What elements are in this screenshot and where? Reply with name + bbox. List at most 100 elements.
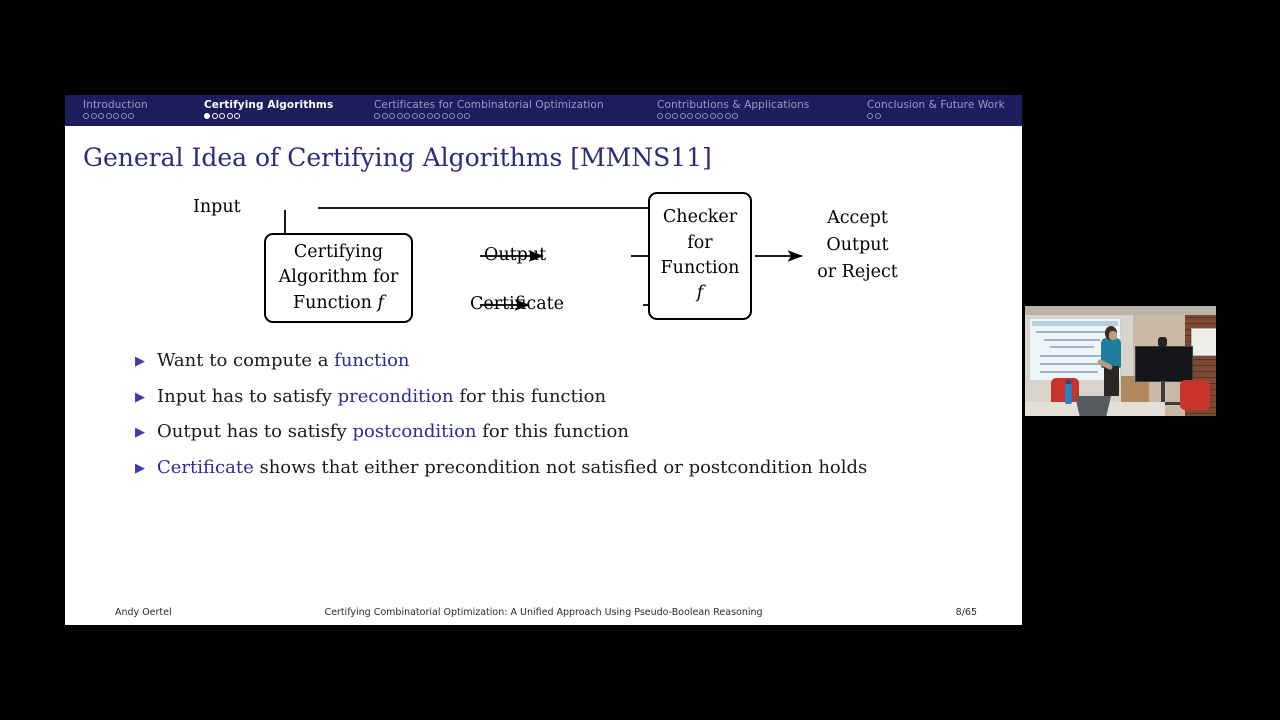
- bullet-text: Input has to satisfy precondition for th…: [157, 385, 607, 407]
- nav-dot[interactable]: [374, 113, 380, 119]
- webcam-conference-camera-icon: [1158, 337, 1167, 347]
- certifying-algorithm-box: Certifying Algorithm for Function f: [264, 233, 413, 323]
- nav-section-label: Introduction: [83, 99, 148, 111]
- bullet-text: Certificate shows that either preconditi…: [157, 456, 868, 478]
- nav-dot[interactable]: [874, 113, 881, 119]
- bullet-marker-icon: ▶: [135, 425, 145, 441]
- nav-section-dots: [374, 113, 604, 119]
- nav-dot[interactable]: [664, 113, 671, 119]
- webcam-screen-navbar: [1032, 321, 1118, 326]
- nav-section-4[interactable]: Conclusion & Future Work: [867, 99, 1005, 119]
- nav-dot[interactable]: [211, 113, 218, 119]
- algorithm-box-line2: Algorithm for: [278, 267, 399, 288]
- nav-section-0[interactable]: Introduction: [83, 99, 148, 119]
- nav-dot[interactable]: [694, 113, 701, 119]
- nav-dot[interactable]: [105, 113, 112, 119]
- nav-section-1[interactable]: Certifying Algorithms: [204, 99, 333, 119]
- nav-dot[interactable]: [128, 113, 134, 119]
- nav-section-label: Certificates for Combinatorial Optimizat…: [374, 99, 604, 111]
- nav-dot[interactable]: [83, 113, 89, 119]
- bullet-text: Want to compute a function: [157, 350, 410, 371]
- webcam-television: [1135, 346, 1193, 382]
- nav-dot[interactable]: [204, 113, 210, 119]
- nav-section-dots: [83, 113, 148, 119]
- webcam-water-bottle: [1065, 384, 1072, 404]
- nav-section-dots: [204, 113, 333, 119]
- nav-dot[interactable]: [219, 113, 225, 119]
- result-line1: Accept: [827, 208, 888, 228]
- bullet-text: Output has to satisfy postcondition for …: [157, 421, 629, 443]
- nav-dot[interactable]: [679, 113, 686, 119]
- nav-dot[interactable]: [226, 113, 233, 119]
- nav-dot[interactable]: [234, 113, 240, 119]
- bullet-list: ▶ Want to compute a function ▶ Input has…: [135, 350, 1005, 492]
- list-item: ▶ Certificate shows that either precondi…: [135, 457, 1005, 479]
- algorithm-box-line3: Function f: [293, 292, 384, 313]
- nav-dot[interactable]: [120, 113, 127, 119]
- nav-dot[interactable]: [702, 113, 708, 119]
- nav-dot[interactable]: [867, 113, 873, 119]
- nav-dot[interactable]: [381, 113, 388, 119]
- nav-dot[interactable]: [419, 113, 425, 119]
- nav-dot[interactable]: [672, 113, 678, 119]
- nav-section-label: Conclusion & Future Work: [867, 99, 1005, 111]
- nav-section-dots: [657, 113, 809, 119]
- footer-page-number: 8/65: [955, 606, 977, 618]
- webcam-presenter-body: [1101, 338, 1121, 368]
- nav-dot[interactable]: [426, 113, 433, 119]
- nav-dot[interactable]: [389, 113, 395, 119]
- webcam-ceiling: [1025, 306, 1216, 315]
- nav-section-3[interactable]: Contributions & Applications: [657, 99, 809, 119]
- nav-dot[interactable]: [724, 113, 731, 119]
- algorithm-box-line1: Certifying: [293, 241, 384, 262]
- nav-dot[interactable]: [411, 113, 418, 119]
- slide-footer: Andy Oertel Certifying Combinatorial Opt…: [65, 599, 1022, 625]
- webcam-screen-line: [1040, 363, 1108, 365]
- nav-dot[interactable]: [456, 113, 463, 119]
- list-item: ▶ Want to compute a function: [135, 350, 1005, 372]
- slide-navigation-bar: Introduction Certifying Algorithms Certifi…: [65, 95, 1022, 126]
- nav-dot[interactable]: [732, 113, 738, 119]
- nav-dot[interactable]: [98, 113, 104, 119]
- webcam-screen-line: [1040, 371, 1098, 373]
- diagram-input-label: Input: [193, 197, 241, 217]
- bullet-marker-icon: ▶: [135, 460, 145, 476]
- webcam-whiteboard: [1191, 328, 1216, 356]
- nav-section-label: Certifying Algorithms: [204, 99, 334, 111]
- checker-box-line4: f: [696, 283, 704, 304]
- nav-dot[interactable]: [90, 113, 97, 119]
- certifying-algorithm-diagram: Input Certifying Algorithm for Function …: [65, 185, 1022, 335]
- nav-dot[interactable]: [396, 113, 403, 119]
- nav-dot[interactable]: [709, 113, 716, 119]
- nav-section-2[interactable]: Certificates for Combinatorial Optimizat…: [374, 99, 604, 119]
- nav-section-label: Contributions & Applications: [657, 99, 810, 111]
- result-line2: Output: [826, 235, 889, 255]
- nav-dot[interactable]: [464, 113, 470, 119]
- bullet-marker-icon: ▶: [135, 354, 145, 369]
- nav-dot[interactable]: [717, 113, 723, 119]
- result-line3: or Reject: [817, 262, 898, 282]
- nav-dot[interactable]: [434, 113, 440, 119]
- nav-dot[interactable]: [687, 113, 693, 119]
- list-item: ▶ Input has to satisfy precondition for …: [135, 386, 1005, 408]
- webcam-laptop: [1075, 396, 1111, 416]
- presenter-webcam-overlay[interactable]: [1024, 305, 1217, 417]
- nav-dot[interactable]: [441, 113, 448, 119]
- nav-dot[interactable]: [449, 113, 455, 119]
- webcam-chair-right: [1180, 380, 1210, 410]
- list-item: ▶ Output has to satisfy postcondition fo…: [135, 421, 1005, 443]
- checker-box-line3: Function: [660, 258, 740, 278]
- nav-dot[interactable]: [404, 113, 410, 119]
- diagram-result-label: Accept Output or Reject: [800, 208, 915, 282]
- nav-dot[interactable]: [657, 113, 663, 119]
- webcam-bottle-cap: [1066, 380, 1071, 385]
- nav-section-dots: [867, 113, 1005, 119]
- diagram-output-label: Output: [484, 245, 547, 265]
- nav-dot[interactable]: [113, 113, 119, 119]
- footer-title: Certifying Combinatorial Optimization: A…: [324, 606, 763, 618]
- webcam-screen-line: [1036, 331, 1110, 333]
- checker-box-line1: Checker: [662, 207, 738, 228]
- webcam-presenter-face: [1109, 331, 1117, 340]
